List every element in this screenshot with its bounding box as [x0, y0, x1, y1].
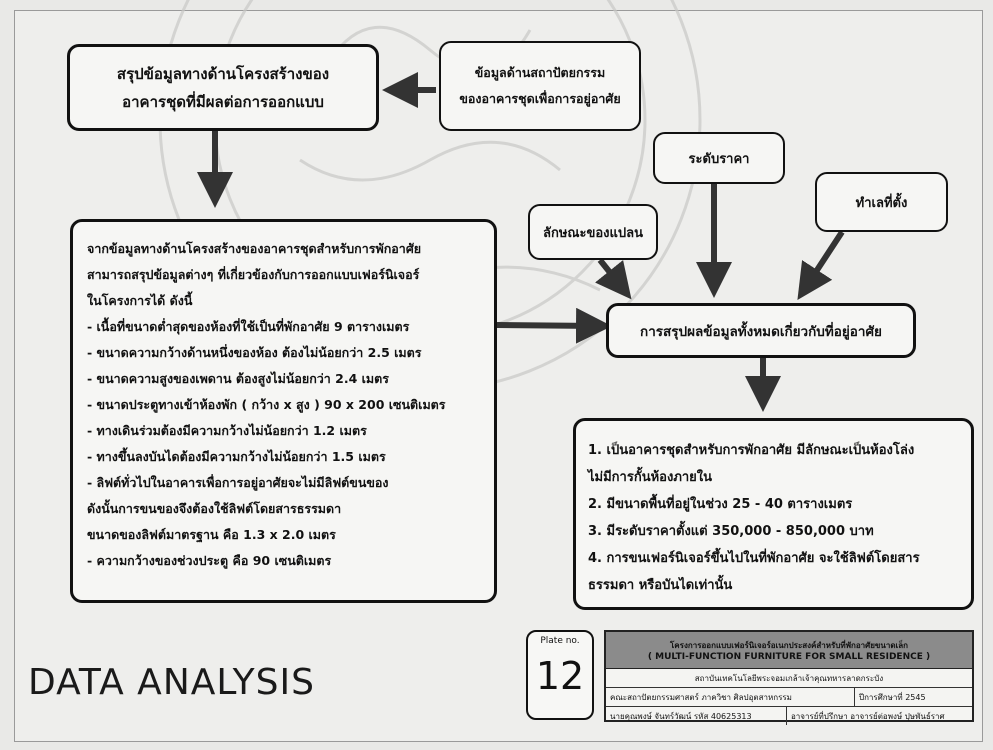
project-title-th: โครงการออกแบบเฟอร์นิเจอร์อเนกประสงค์สำหร… [670, 640, 908, 650]
structure-detail-line: - ความกว้างของช่วงประตู คือ 90 เซนติเมตร [87, 553, 332, 568]
conclusion-detail-line: 3. มีระดับราคาตั้งแต่ 350,000 - 850,000 … [588, 524, 874, 539]
structure-detail-line: - ทางเดินร่วมต้องมีความกว้างไม่น้อยกว่า … [87, 423, 367, 438]
faculty-name: คณะสถาปัตยกรรมศาสตร์ ภาควิชา ศิลปอุตสาหก… [606, 688, 855, 706]
structure-summary-box: สรุปข้อมูลทางด้านโครงสร้างของ อาคารชุดที… [67, 44, 379, 131]
arrow-details-to-conclusion [496, 307, 612, 344]
conclusion-details-box: 1. เป็นอาคารชุดสำหรับการพักอาศัย มีลักษณ… [573, 418, 974, 610]
title-block-header: โครงการออกแบบเฟอร์นิเจอร์อเนกประสงค์สำหร… [606, 632, 972, 669]
conclusion-box: การสรุปผลข้อมูลทั้งหมดเกี่ยวกับที่อยู่อา… [606, 303, 916, 358]
structure-detail-line: ขนาดของลิฟต์มาตรฐาน คือ 1.3 x 2.0 เมตร [87, 527, 336, 542]
architecture-data-line2: ของอาคารชุดเพื่อการอยู่อาศัย [459, 91, 621, 106]
conclusion-label: การสรุปผลข้อมูลทั้งหมดเกี่ยวกับที่อยู่อา… [640, 323, 882, 340]
section-title: DATA ANALYSIS [28, 662, 315, 703]
conclusion-detail-line: 4. การขนเฟอร์นิเจอร์ขึ้นไปในที่พักอาศัย … [588, 551, 920, 566]
plan-character-box: ลักษณะของแปลน [528, 204, 658, 260]
structure-detail-line: ในโครงการได้ ดังนี้ [87, 293, 193, 308]
structure-detail-line: - เนื้อที่ขนาดต่ำสุดของห้องที่ใช้เป็นที่… [87, 319, 410, 334]
structure-detail-line: - ขนาดประตูทางเข้าห้องพัก ( กว้าง x สูง … [87, 397, 446, 412]
structure-detail-line: - ทางขึ้นลงบันไดต้องมีความกว้างไม่น้อยกว… [87, 449, 386, 464]
structure-details-box: จากข้อมูลทางด้านโครงสร้างของอาคารชุดสำหร… [70, 219, 497, 603]
advisor-name: อาจารย์ที่ปรึกษา อาจารย์ต่อพงษ์ ปุษพันธ์… [791, 711, 945, 721]
title-block-row: สถาบันเทคโนโลยีพระจอมเกล้าเจ้าคุณทหารลาด… [606, 669, 972, 688]
conclusion-detail-line: 1. เป็นอาคารชุดสำหรับการพักอาศัย มีลักษณ… [588, 443, 915, 458]
structure-detail-line: - ลิฟต์ทั่วไปในอาคารเพื่อการอยู่อาศัยจะไ… [87, 475, 389, 490]
structure-detail-line: - ขนาดความสูงของเพดาน ต้องสูงไม่น้อยกว่า… [87, 371, 390, 386]
plate-number-box: Plate no. 12 [526, 630, 594, 720]
project-title-en: ( MULTI-FUNCTION FURNITURE FOR SMALL RES… [647, 651, 931, 662]
plate-label: Plate no. [540, 636, 580, 646]
academic-year: ปีการศึกษาที่ 2545 [859, 692, 926, 702]
architecture-data-line1: ข้อมูลด้านสถาปัตยกรรม [474, 65, 606, 80]
architecture-data-box: ข้อมูลด้านสถาปัตยกรรม ของอาคารชุดเพื่อกา… [439, 41, 641, 131]
structure-detail-line: ดังนั้นการขนของจึงต้องใช้ลิฟต์โดยสารธรรม… [87, 501, 342, 516]
arrow-character-to-conclusion [594, 258, 632, 300]
location-label: ทำเลที่ตั้ง [855, 195, 908, 211]
structure-summary-line2: อาคารชุดที่มีผลต่อการออกแบบ [122, 92, 324, 111]
price-level-label: ระดับราคา [688, 151, 750, 167]
structure-detail-line: จากข้อมูลทางด้านโครงสร้างของอาคารชุดสำหร… [87, 241, 422, 256]
price-level-box: ระดับราคา [653, 132, 785, 184]
structure-detail-line: สามารถสรุปข้อมูลต่างๆ ที่เกี่ยวข้องกับกา… [87, 267, 420, 282]
title-block-row: คณะสถาปัตยกรรมศาสตร์ ภาควิชา ศิลปอุตสาหก… [606, 688, 972, 707]
structure-summary-line1: สรุปข้อมูลทางด้านโครงสร้างของ [116, 64, 330, 83]
title-block: โครงการออกแบบเฟอร์นิเจอร์อเนกประสงค์สำหร… [604, 630, 974, 725]
conclusion-detail-line: ไม่มีการกั้นห้องภายใน [588, 470, 713, 485]
student-name: นายคุณพงษ์ จันทร์วัฒน์ รหัส 40625313 [606, 707, 787, 725]
institute-name: สถาบันเทคโนโลยีพระจอมเกล้าเจ้าคุณทหารลาด… [694, 673, 884, 683]
conclusion-detail-line: ธรรมดา หรือบันไดเท่านั้น [588, 578, 733, 593]
conclusion-detail-line: 2. มีขนาดพื้นที่อยู่ในช่วง 25 - 40 ตาราง… [588, 497, 853, 512]
plate-number: 12 [535, 654, 585, 698]
structure-detail-line: - ขนาดความกว้างด้านหนึ่งของห้อง ต้องไม่น… [87, 345, 422, 360]
arrow-location-to-conclusion [797, 230, 845, 301]
title-block-row: นายคุณพงษ์ จันทร์วัฒน์ รหัส 40625313 อาจ… [606, 707, 972, 725]
plan-character-label: ลักษณะของแปลน [543, 225, 643, 241]
location-box: ทำเลที่ตั้ง [815, 172, 948, 232]
